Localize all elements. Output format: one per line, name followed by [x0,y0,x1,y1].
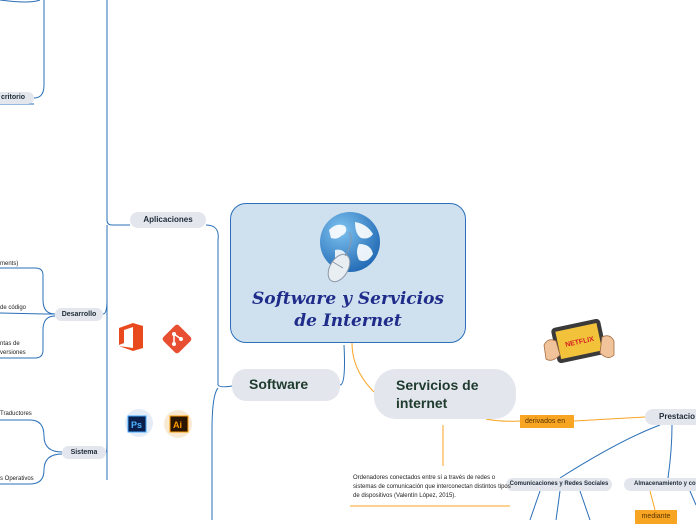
almacenamiento-node[interactable]: Almacenamiento y co [624,478,696,491]
desarrollo-up [0,267,56,315]
central-title: Software y Servicios de Internet [231,288,465,332]
sistema-down [0,453,63,485]
desarrollo-down [0,315,56,359]
leaf-ments[interactable]: ments) [0,261,19,267]
almacenamiento-down [689,490,696,506]
sistema-connector [105,439,108,453]
software-central-connector [339,344,345,386]
desarrollo-mid [0,312,55,315]
central-to-servicios [351,342,375,393]
comunicaciones-down-2 [555,490,561,520]
servicios-node[interactable]: Servicios de internet [374,369,516,419]
escritorio-connector [33,0,45,99]
central-title-line2: de Internet [294,311,402,331]
globe-mouse-icon [320,212,380,283]
mediante-tag[interactable]: mediante [635,510,677,524]
top-left-line [0,0,41,3]
comunicaciones-label: Comunicaciones y Redes Sociales [509,481,609,487]
servicios-to-derivados [485,418,521,422]
comunicaciones-node[interactable]: Comunicaciones y Redes Sociales [506,478,612,491]
leaf-traductores[interactable]: Traductores [0,411,32,417]
comunicaciones-down-3 [579,490,591,520]
central-node[interactable]: Software y Servicios de Internet [230,203,466,343]
servicios-label-line1: Servicios de [396,377,479,393]
comunicaciones-down-1 [529,490,541,520]
prestaciones-node[interactable]: Prestacio [645,409,696,425]
aplicaciones-label: Aplicaciones [143,215,193,224]
servicios-label-line2: internet [396,395,448,411]
internet-definition: Ordenadores conectados entre sí a través… [353,475,511,499]
leaf-herramientas-line1[interactable]: ntas de [0,341,20,347]
prestaciones-to-almacenamiento [667,424,673,479]
tablet-netflix-icon: NETFLIX [543,318,615,364]
aplicaciones-node[interactable]: Aplicaciones [130,212,206,228]
leaf-operativos[interactable]: s Operativos [0,476,34,482]
leaf-herramientas-line2[interactable]: versiones [0,350,26,356]
escritorio-node[interactable]: critorio [0,92,34,104]
mediante-label: mediante [641,513,671,520]
illustrator-icon: Ai [164,410,192,438]
sistema-label: Sistema [70,449,98,456]
aplicaciones-connector [205,224,233,388]
office-icon [119,323,143,351]
software-down-connector [211,387,219,520]
central-title-line1: Software y Servicios [251,289,445,309]
spine-line-top [106,0,130,226]
prestaciones-label: Prestacio [659,412,696,421]
sistema-node[interactable]: Sistema [62,446,106,459]
derivados-label: derivados en [525,418,566,425]
desarrollo-label: Desarrollo [61,311,97,318]
desarrollo-connector [102,299,108,315]
git-icon [162,324,192,354]
software-node[interactable]: Software [232,369,340,401]
software-label: Software [249,376,309,392]
photoshop-label: Ps [131,420,142,430]
prestaciones-to-comunicaciones [559,424,661,479]
almacenamiento-to-mediante [649,490,656,511]
escritorio-label: critorio [0,94,26,101]
leaf-codigo[interactable]: de código [0,305,27,311]
sistema-up [0,419,63,453]
derivados-tag[interactable]: derivados en [520,415,574,428]
almacenamiento-label: Almacenamiento y co [634,481,696,487]
desarrollo-node[interactable]: Desarrollo [55,308,103,321]
photoshop-icon: Ps [125,409,153,437]
illustrator-label: Ai [173,420,182,430]
derivados-to-prestaciones [573,416,646,422]
